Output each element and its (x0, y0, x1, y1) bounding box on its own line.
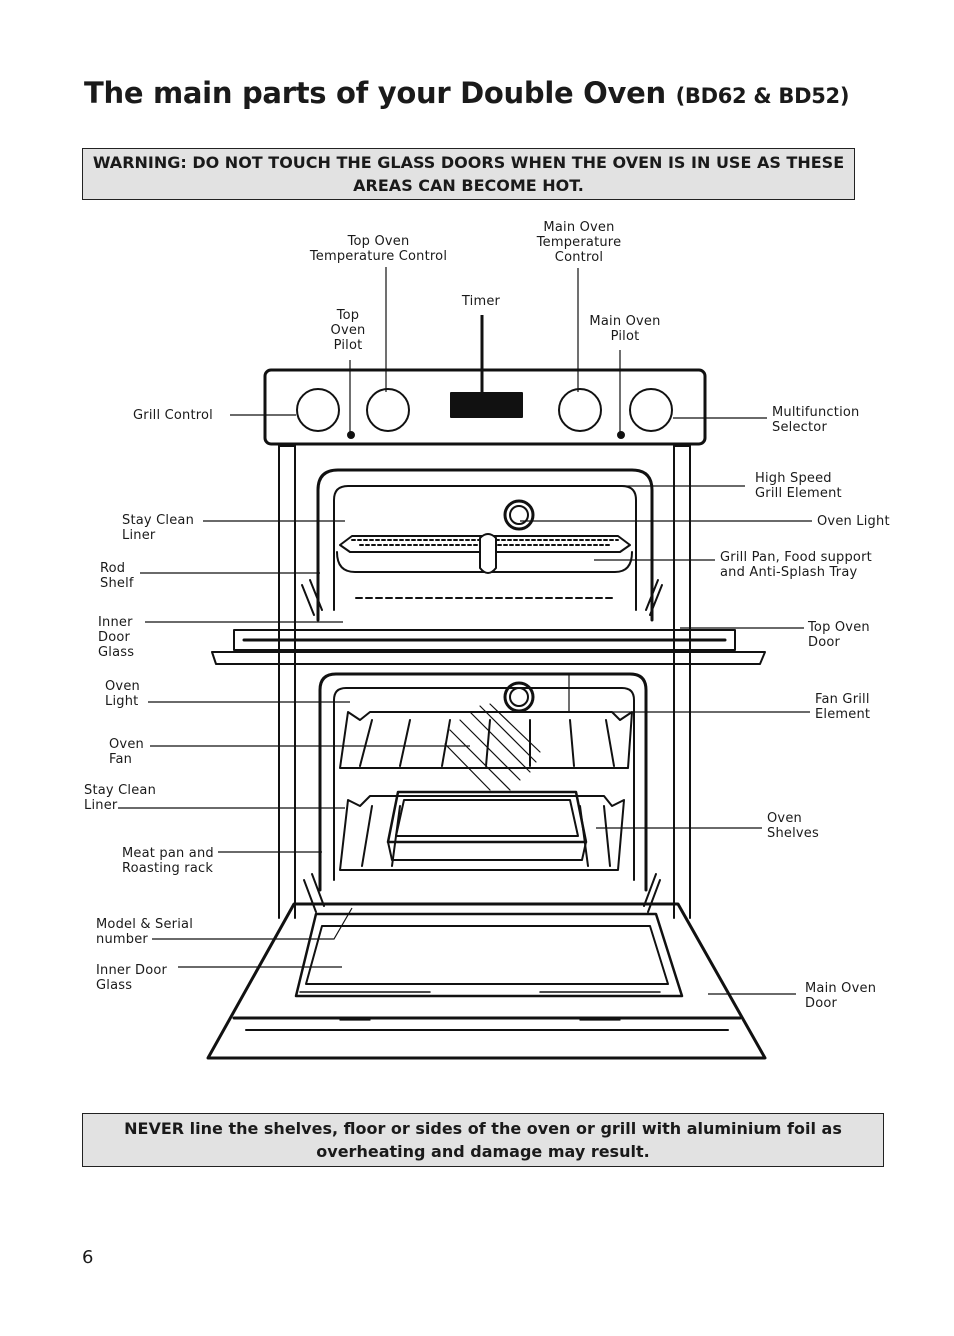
label-meat-pan: Meat pan and Roasting rack (122, 846, 214, 876)
warning-line-1: WARNING: DO NOT TOUCH THE GLASS DOORS WH… (92, 153, 845, 172)
label-stay-clean-liner-top: Stay Clean Liner (122, 513, 195, 543)
warning-text: WARNING: DO NOT TOUCH THE GLASS DOORS WH… (93, 151, 844, 197)
label-oven-fan: Oven Fan (109, 737, 144, 767)
foil-notice-box: NEVER line the shelves, floor or sides o… (82, 1113, 884, 1167)
oven-cabinet (278, 445, 691, 919)
label-model-serial: Model & Serial number (96, 917, 194, 947)
label-high-speed-grill-element: High Speed Grill Element (755, 471, 842, 501)
label-oven-light-top: Oven Light (817, 514, 890, 529)
label-main-oven-pilot: Main Oven Pilot (589, 314, 661, 344)
label-multifunction-selector: Multifunction Selector (772, 405, 860, 435)
page-number: 6 (82, 1247, 94, 1268)
notice-line-2: overheating and damage may result. (316, 1142, 650, 1161)
page-title-main: The main parts of your Double Oven (84, 76, 666, 110)
warning-line-2: AREAS CAN BECOME HOT. (353, 176, 584, 195)
label-timer: Timer (461, 294, 501, 309)
label-oven-shelves: Oven Shelves (767, 811, 819, 841)
main-oven-cavity (303, 672, 661, 913)
top-oven-cavity (301, 468, 663, 622)
top-oven-door (211, 629, 766, 665)
main-oven-door (206, 902, 767, 1060)
label-top-oven-pilot: Top Oven Pilot (330, 308, 366, 353)
notice-line-1: NEVER line the shelves, floor or sides o… (124, 1119, 842, 1138)
notice-text: NEVER line the shelves, floor or sides o… (124, 1117, 842, 1163)
control-panel (263, 368, 707, 446)
label-main-oven-door: Main Oven Door (805, 981, 877, 1011)
label-grill-pan: Grill Pan, Food support and Anti-Splash … (720, 550, 872, 580)
label-inner-door-glass-main: Inner Door Glass (96, 963, 168, 993)
label-rod-shelf: Rod Shelf (100, 561, 134, 591)
page-title-models: (BD62 & BD52) (675, 84, 850, 108)
label-grill-control: Grill Control (133, 408, 213, 423)
label-stay-clean-liner-main: Stay Clean Liner (84, 783, 157, 813)
label-inner-door-glass-top: Inner Door Glass (98, 615, 135, 660)
label-main-oven-temperature-control: Main Oven Temperature Control (536, 220, 622, 265)
leader-lines (118, 267, 812, 995)
timer-display (450, 392, 523, 418)
label-top-oven-temperature-control: Top Oven Temperature Control (309, 234, 448, 264)
label-top-oven-door: Top Oven Door (808, 620, 870, 650)
page-title: The main parts of your Double Oven (BD62… (84, 76, 849, 110)
warning-box: WARNING: DO NOT TOUCH THE GLASS DOORS WH… (82, 148, 855, 200)
label-oven-light-main: Oven Light (105, 679, 140, 709)
label-fan-grill-element: Fan Grill Element (815, 692, 871, 722)
